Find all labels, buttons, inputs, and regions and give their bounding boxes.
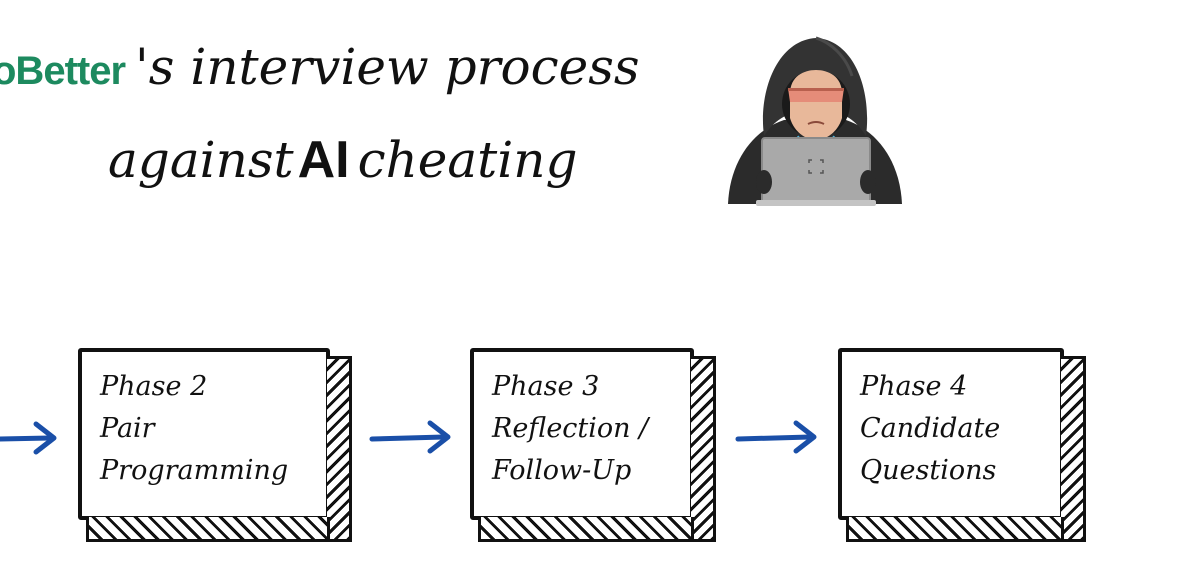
phase-line: Programming [100, 455, 289, 486]
title-line-1-text: 's interview process [135, 38, 640, 96]
box-depth-bottom [86, 517, 330, 542]
phase-line: Questions [860, 455, 997, 486]
title-line-2-after: cheating [357, 131, 578, 189]
phase-label: Phase 2 [100, 371, 208, 402]
phase-line: Pair [100, 413, 155, 444]
phase-text: Phase 3 Reflection / Follow-Up [492, 366, 684, 492]
phase-text: Phase 2 Pair Programming [100, 366, 320, 492]
phase-box-2: Phase 2 Pair Programming [78, 348, 352, 542]
right-arrow-icon [735, 420, 817, 454]
phase-label: Phase 3 [492, 371, 600, 402]
box-depth-right [691, 356, 716, 542]
right-arrow-icon [0, 421, 57, 455]
box-depth-bottom [846, 517, 1064, 542]
title-line-1: oBetter's interview process [0, 42, 640, 92]
phase-flow: Phase 2 Pair Programming Phase 3 Reflect… [0, 330, 1200, 550]
phase-box-3: Phase 3 Reflection / Follow-Up [470, 348, 716, 542]
phase-line: Candidate [860, 413, 1001, 444]
box-depth-right [1061, 356, 1086, 542]
box-depth-right [327, 356, 352, 542]
box-depth-bottom [478, 517, 694, 542]
right-arrow-icon [369, 420, 451, 454]
brand-name: oBetter [0, 49, 126, 93]
hooded-hacker-laptop-icon [728, 36, 902, 206]
phase-box-4: Phase 4 Candidate Questions [838, 348, 1086, 542]
phase-line: Follow-Up [492, 455, 632, 486]
phase-line: Reflection / [492, 413, 649, 444]
phase-text: Phase 4 Candidate Questions [860, 366, 1054, 492]
title-ai-emphasis: AI [297, 131, 350, 189]
title-line-2-before: against [108, 131, 294, 189]
phase-label: Phase 4 [860, 371, 968, 402]
